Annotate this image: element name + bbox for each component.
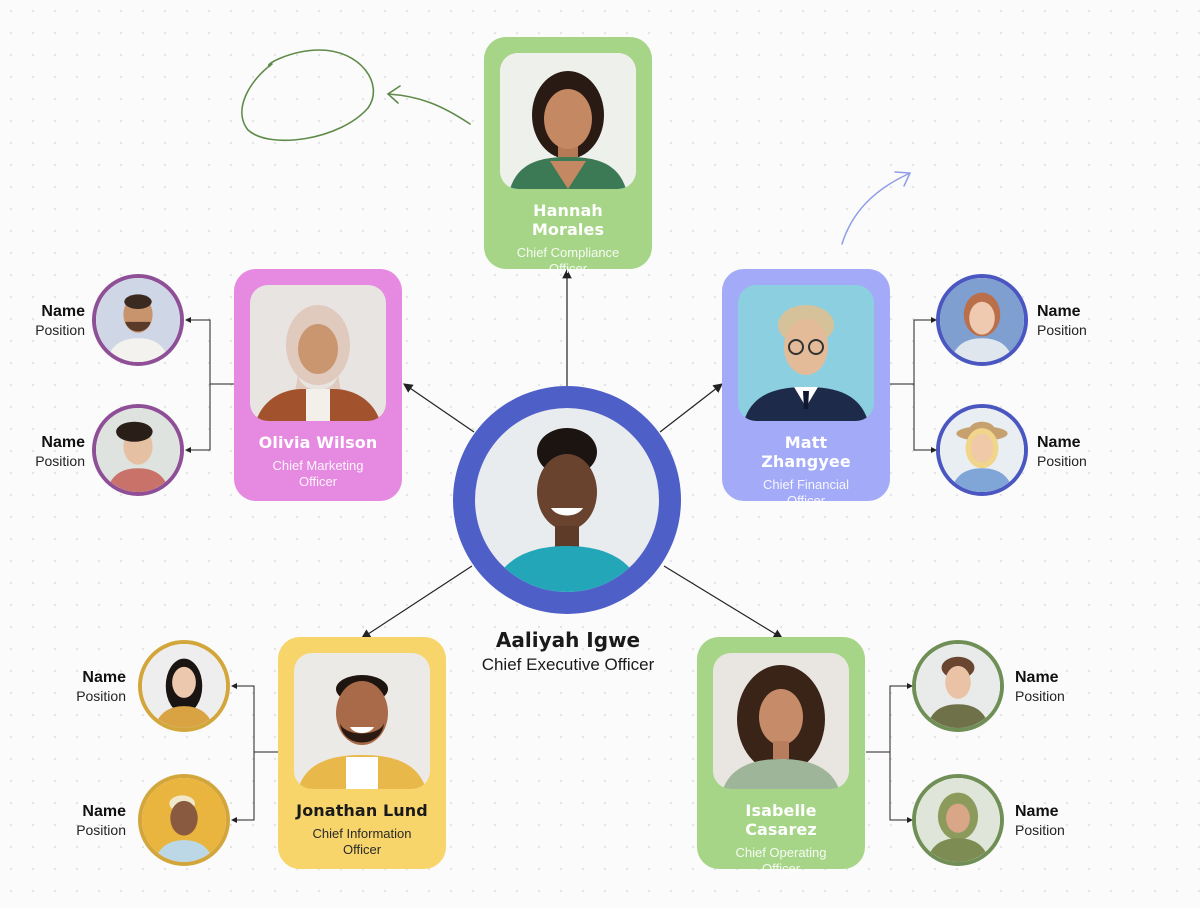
exec-name: Isabelle Casarez <box>745 801 817 839</box>
card-operating[interactable]: Isabelle Casarez Chief Operating Officer <box>697 637 865 876</box>
subordinate-avatar[interactable] <box>92 274 184 366</box>
exec-title: Chief Compliance Officer <box>516 245 620 276</box>
person-photo-icon <box>142 778 226 862</box>
person-photo-icon <box>96 278 180 362</box>
person-photo-icon <box>916 644 1000 728</box>
subordinate-avatar[interactable] <box>92 404 184 496</box>
exec-name: Jonathan Lund <box>296 801 428 820</box>
line-ceo-financial <box>659 383 723 433</box>
exec-title: Chief Marketing Officer <box>272 458 364 489</box>
exec-name: Hannah Morales <box>531 201 605 239</box>
card-compliance[interactable]: Hannah Morales Chief Compliance Officer <box>484 37 652 276</box>
person-photo-icon <box>475 408 659 592</box>
exec-name: Matt Zhangyee <box>761 433 851 471</box>
card-financial[interactable]: Matt Zhangyee Chief Financial Officer <box>722 269 890 508</box>
exec-title: Chief Operating Officer <box>735 845 827 876</box>
ceo-avatar[interactable] <box>453 386 681 614</box>
ceo-title: Chief Executive Officer <box>481 655 655 674</box>
line-ceo-marketing <box>403 383 475 433</box>
card-information[interactable]: Jonathan Lund Chief Information Officer <box>278 637 446 869</box>
subordinate-avatar[interactable] <box>936 274 1028 366</box>
circle-doodle-icon <box>241 49 375 142</box>
subordinate-avatar[interactable] <box>912 640 1004 732</box>
arrow-icon <box>841 173 909 245</box>
person-photo-icon <box>250 285 386 421</box>
exec-title: Chief Financial Officer <box>763 477 849 508</box>
card-marketing[interactable]: Olivia Wilson Chief Marketing Officer <box>234 269 402 501</box>
subordinate-avatar[interactable] <box>912 774 1004 866</box>
arrow-icon <box>387 93 471 125</box>
person-photo-icon <box>916 778 1000 862</box>
person-photo-icon <box>294 653 430 789</box>
exec-name: Olivia Wilson <box>258 433 378 452</box>
subordinate-avatar[interactable] <box>138 640 230 732</box>
person-photo-icon <box>940 278 1024 362</box>
person-photo-icon <box>738 285 874 421</box>
person-photo-icon <box>500 53 636 189</box>
ceo-name: Aaliyah Igwe <box>495 628 641 652</box>
subordinate-avatar[interactable] <box>936 404 1028 496</box>
person-photo-icon <box>96 408 180 492</box>
subordinate-avatar[interactable] <box>138 774 230 866</box>
exec-title: Chief Information Officer <box>312 826 412 857</box>
person-photo-icon <box>713 653 849 789</box>
person-photo-icon <box>142 644 226 728</box>
person-photo-icon <box>940 408 1024 492</box>
